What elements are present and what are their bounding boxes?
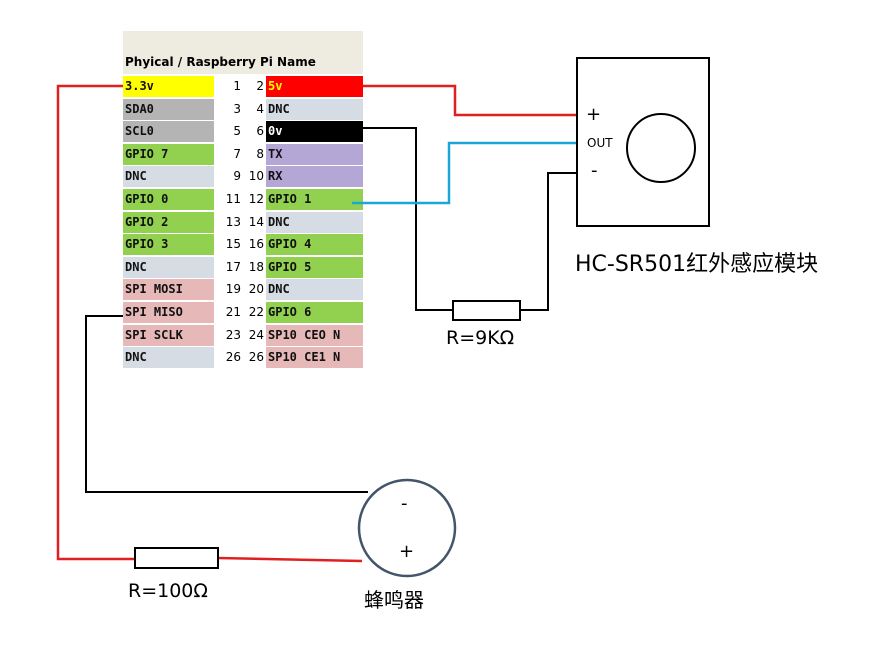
pin-right-name: 0v [266,121,363,143]
pin-left-name: SCL0 [123,121,214,143]
pin-right-name: SP10 CE1 N [266,347,363,369]
pin-left-number: 9 [233,169,241,184]
pin-right-name: GPIO 4 [266,234,363,256]
pin-table-header: Phyical / Raspberry Pi Name [123,31,363,74]
pin-right-number: 14 [248,214,264,229]
pin-left-name: 3.3v [123,76,214,97]
pin-left-number: 3 [233,101,241,116]
wire-resistor-to-buzzer-plus [217,556,363,563]
pin-right-name: DNC [266,211,363,233]
wire-resistor-to-pir-minus [520,172,577,311]
pin-right-number: 16 [248,237,264,252]
pin-right-name: DNC [266,98,363,120]
resistor-9k [452,300,521,321]
pin-left-number: 1 [233,79,241,93]
pin-left-number: 21 [225,305,241,319]
pin-right-number: 20 [248,282,264,297]
pin-right-name: GPIO 6 [266,302,363,323]
pin-right-number: 6 [256,124,264,139]
pin-left-number: 11 [225,192,241,206]
pir-out-label: OUT [587,136,613,150]
wire-5v-to-pir-plus [363,84,577,117]
pin-right-number: 24 [248,327,264,342]
pin-right-number: 2 [256,79,264,93]
wire-0v-to-resistor [363,127,453,311]
pin-left-number: 17 [225,259,241,274]
wire-miso-to-buzzer-minus [85,315,368,493]
pin-left-name: DNC [123,347,214,369]
pin-left-name: GPIO 3 [123,234,214,256]
pin-left-name: SPI MOSI [123,279,214,301]
pin-right-name: GPIO 1 [266,189,363,210]
pin-left-number: 7 [233,146,241,161]
pir-module-name: HC-SR501红外感应模块 [575,252,819,277]
pin-right-number: 10 [248,169,264,184]
pir-plus-label: + [586,104,602,125]
buzzer-plus-label: + [399,541,415,562]
pin-right-number: 26 [248,350,264,365]
pin-right-name: SP10 CEO N [266,324,363,346]
pin-left-number: 13 [225,214,241,229]
wire-gpio1-to-pir-out [352,141,577,205]
pin-left-number: 15 [225,237,241,252]
pin-right-number: 22 [248,305,264,319]
pin-table-title: Phyical / Raspberry Pi Name [125,55,316,69]
buzzer-minus-label: - [401,493,408,514]
pin-left-name: GPIO 0 [123,189,214,210]
pin-left-number: 5 [233,124,241,139]
buzzer-name: 蜂鸣器 [364,588,424,612]
buzzer-body [357,478,457,578]
pin-right-number: 18 [248,259,264,274]
pin-left-number: 19 [225,282,241,297]
resistor-100 [134,547,219,569]
pin-left-number: 23 [225,327,241,342]
pin-right-name: TX [266,143,363,165]
pin-left-name: GPIO 7 [123,143,214,165]
pin-left-name: DNC [123,256,214,278]
pin-right-name: DNC [266,279,363,301]
resistor-9k-label: R=9KΩ [446,327,515,349]
pin-right-number: 8 [256,146,264,161]
pin-left-name: DNC [123,166,214,188]
pin-right-name: GPIO 5 [266,256,363,278]
resistor-100-label: R=100Ω [128,580,208,602]
wire-3v3-to-resistor [56,84,135,561]
pir-sensor-lens [626,113,696,183]
pin-left-number: 26 [225,350,241,365]
pin-right-name: 5v [266,76,363,97]
pin-right-number: 12 [248,192,264,206]
pir-minus-label: - [591,160,598,181]
pin-left-name: GPIO 2 [123,211,214,233]
pin-left-name: SPI MISO [123,302,214,323]
pin-right-number: 4 [256,101,264,116]
pin-right-name: RX [266,166,363,188]
pin-left-name: SDA0 [123,98,214,120]
pin-left-name: SPI SCLK [123,324,214,346]
